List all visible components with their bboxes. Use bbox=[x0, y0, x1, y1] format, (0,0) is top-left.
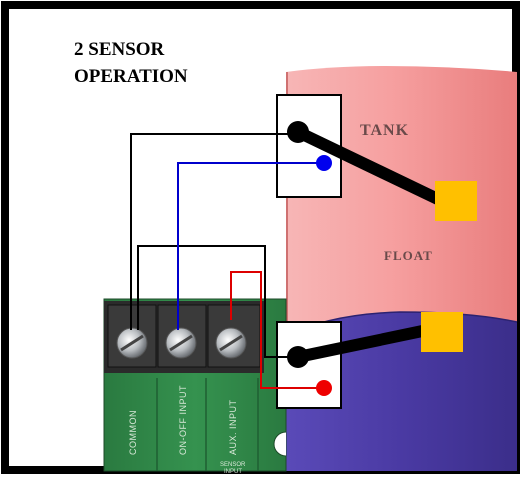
label-aux-input: AUX. INPUT bbox=[228, 399, 238, 455]
title-line-1: 2 SENSOR bbox=[74, 39, 165, 60]
wire-aux bbox=[230, 271, 323, 389]
lower-contact-red bbox=[316, 380, 332, 396]
upper-contact-blue bbox=[316, 155, 332, 171]
label-common: COMMON bbox=[128, 410, 138, 455]
upper-pivot bbox=[287, 121, 309, 143]
footer-input: INPUT bbox=[224, 469, 242, 475]
screw-on-off bbox=[165, 327, 197, 359]
lower-pivot bbox=[287, 346, 309, 368]
footer-sensor: SENSOR bbox=[220, 462, 246, 468]
pcb-notch bbox=[273, 431, 287, 457]
lower-float-assembly bbox=[287, 312, 463, 396]
wire-common bbox=[130, 133, 297, 358]
title-line-2: OPERATION bbox=[74, 66, 188, 87]
screw-aux bbox=[215, 327, 247, 359]
lower-float bbox=[421, 312, 463, 352]
float-label: FLOAT bbox=[384, 248, 433, 263]
screw-common bbox=[116, 327, 148, 359]
label-on-off-input: ON-OFF INPUT bbox=[178, 385, 188, 455]
upper-float bbox=[435, 181, 477, 221]
upper-float-arm bbox=[292, 126, 452, 209]
wire-on-off bbox=[177, 162, 323, 330]
lower-float-arm bbox=[292, 323, 438, 363]
upper-float-assembly bbox=[287, 121, 477, 221]
lower-sensor-box bbox=[276, 321, 342, 409]
tank-label: TANK bbox=[360, 122, 409, 139]
